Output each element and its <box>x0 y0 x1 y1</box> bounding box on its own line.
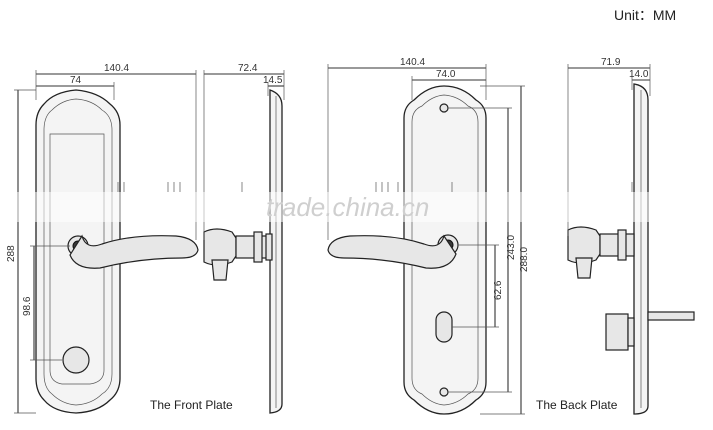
front-plate-caption: The Front Plate <box>150 398 233 412</box>
back-top-dimensions: 140.4 74.0 <box>327 57 487 240</box>
front-plate-window <box>49 133 105 385</box>
back-height-inner: 243.0 <box>506 235 517 260</box>
front-left-dimensions: 288 98.6 <box>6 89 70 414</box>
front-lever-handle <box>67 234 199 269</box>
back-keyhole-offset: 62.6 <box>493 280 504 300</box>
back-total-width: 140.4 <box>400 57 425 68</box>
front-side-view <box>203 89 283 414</box>
watermark-text: trade.china.cn <box>266 192 429 222</box>
back-plate-inner-border <box>411 94 479 406</box>
watermark: trade.china.cn <box>0 192 713 222</box>
back-side-depth: 71.9 <box>601 57 621 68</box>
back-plate-view <box>327 85 487 415</box>
back-plate-caption: The Back Plate <box>536 398 618 412</box>
front-total-width: 140.4 <box>104 63 129 74</box>
front-side-depth: 72.4 <box>238 63 258 74</box>
front-cylinder <box>62 346 90 374</box>
front-keyhole-offset: 98.6 <box>22 296 33 316</box>
back-screw-top <box>439 103 449 113</box>
back-screw-bottom <box>439 387 449 397</box>
front-tick-marks <box>117 182 181 192</box>
back-side-thickness: 14.0 <box>629 69 649 80</box>
front-plate-inner-border <box>43 98 113 406</box>
unit-label: Unit：MM <box>614 7 676 23</box>
back-side-latch <box>605 311 695 351</box>
front-plate-view <box>35 89 199 414</box>
front-side-thickness: 14.5 <box>263 75 283 86</box>
back-plate-width: 74.0 <box>436 69 456 80</box>
front-plate-width: 74 <box>70 75 82 86</box>
back-height-overall: 288.0 <box>519 247 530 272</box>
back-keyhole <box>435 311 453 343</box>
back-tick-marks <box>375 182 453 192</box>
back-side-view <box>567 83 695 415</box>
back-right-dimensions: 288.0 243.0 62.6 <box>448 85 530 415</box>
back-lever-handle <box>327 234 459 269</box>
front-height: 288 <box>6 245 17 262</box>
back-side-knob <box>567 226 635 279</box>
front-side-knob <box>203 228 273 281</box>
